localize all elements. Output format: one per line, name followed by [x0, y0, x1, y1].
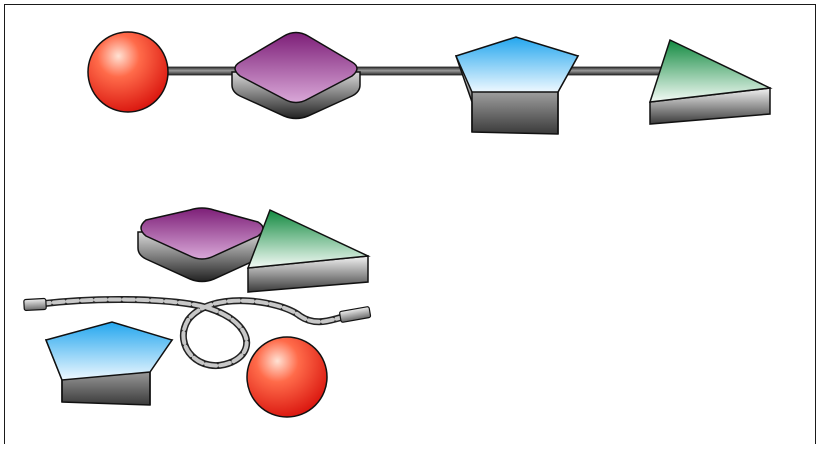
red-sphere-icon: [246, 336, 328, 418]
purple-rounded-square-icon: [231, 31, 361, 120]
blue-pentagon-icon: [44, 321, 174, 406]
green-triangle-icon: [246, 208, 371, 293]
purple-rounded-square-icon: [137, 207, 267, 283]
disassembled-parts: [23, 207, 372, 418]
blue-pentagon-icon: [454, 36, 580, 135]
figure-border: [4, 4, 816, 444]
flexible-linker-icon: [23, 296, 372, 370]
red-sphere-icon: [87, 31, 169, 113]
assembled-chain: [87, 31, 773, 135]
green-triangle-icon: [648, 38, 773, 125]
linker-end-cap: [23, 297, 47, 312]
linker-end-cap: [339, 306, 372, 323]
